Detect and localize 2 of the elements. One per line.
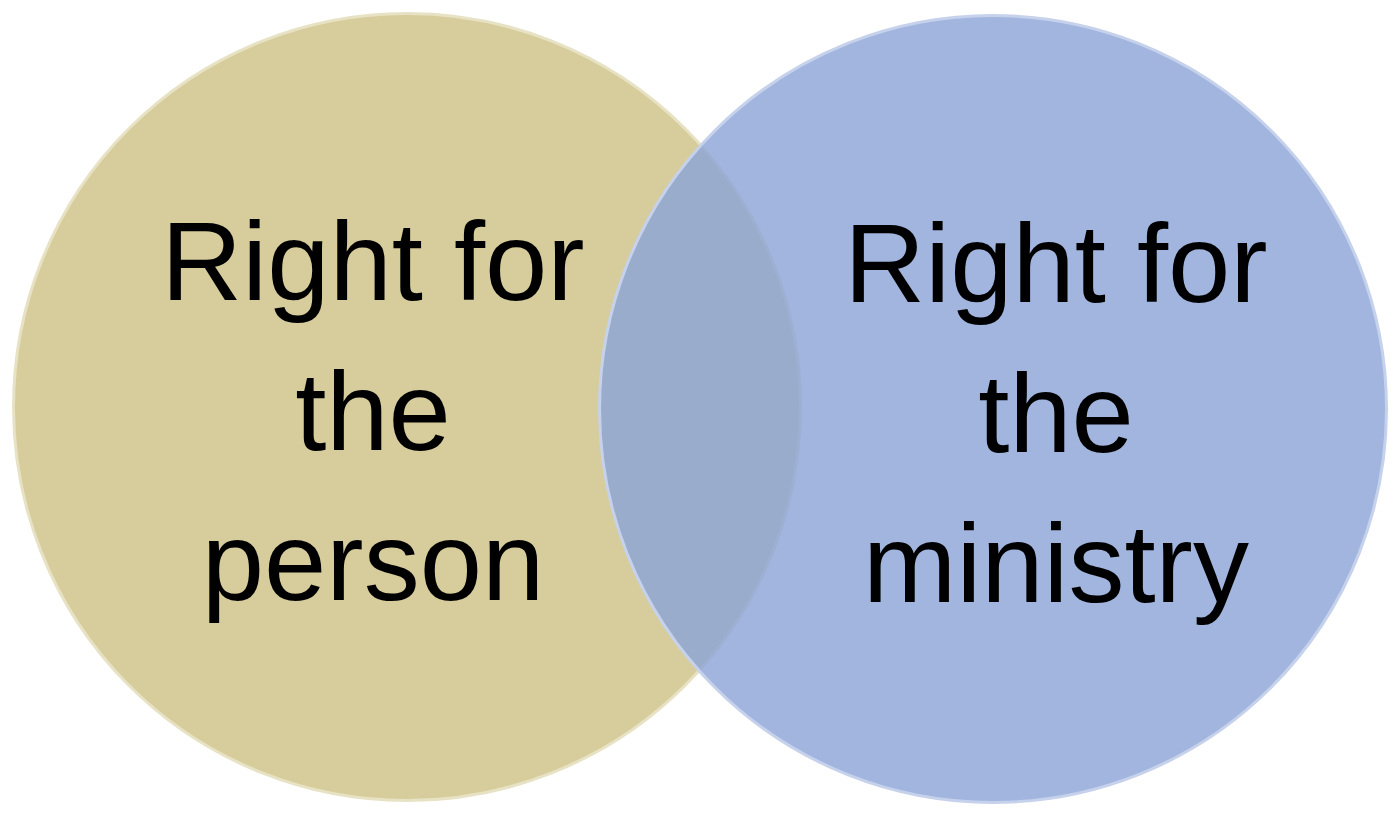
circle-label: Right for the ministry (843, 200, 1269, 628)
circle-label: Right for the person (160, 198, 586, 626)
